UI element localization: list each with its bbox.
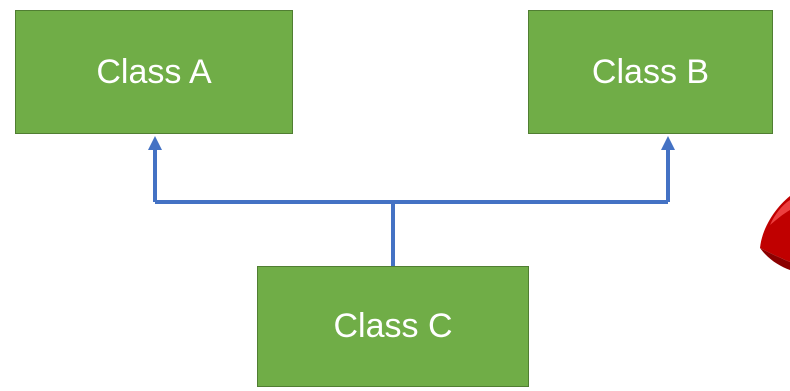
arrowhead-b bbox=[661, 136, 675, 150]
class-b-node: Class B bbox=[528, 10, 773, 134]
arrowhead-a bbox=[148, 136, 162, 150]
class-a-node: Class A bbox=[15, 10, 293, 134]
class-c-node: Class C bbox=[257, 266, 529, 387]
class-b-label: Class B bbox=[591, 52, 710, 91]
red-partial-shape-icon bbox=[760, 196, 790, 270]
class-c-label: Class C bbox=[333, 307, 453, 345]
class-a-label: Class A bbox=[96, 52, 212, 91]
